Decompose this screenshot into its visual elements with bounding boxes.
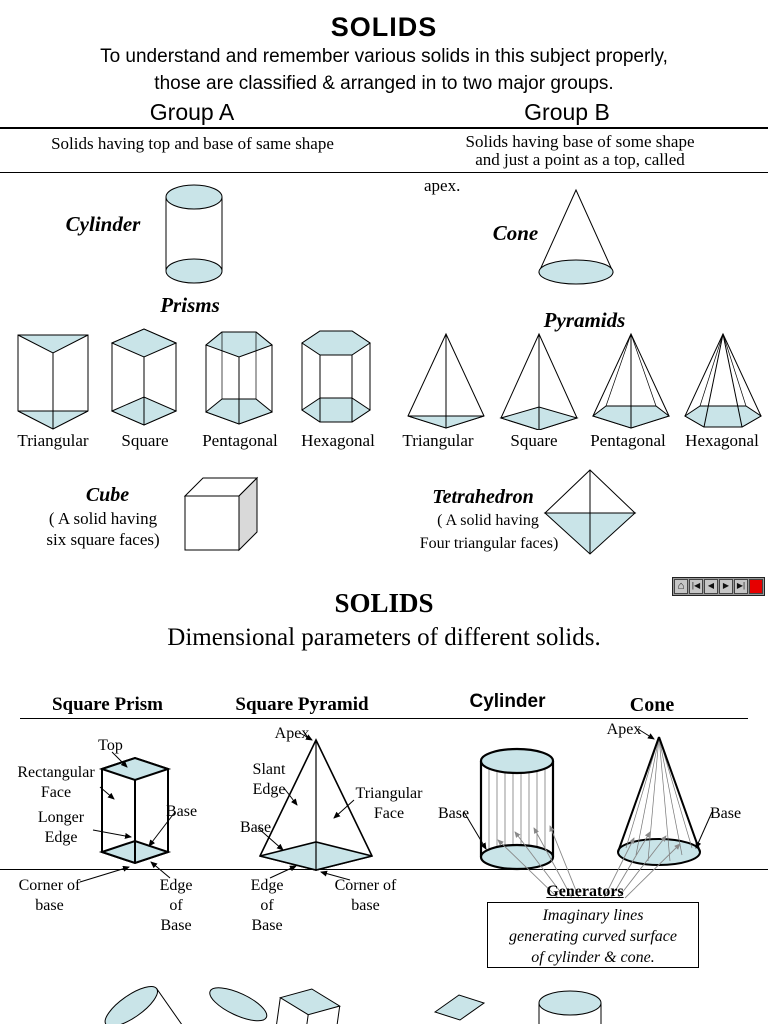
- group-b-description-line2: and just a point as a top, called: [475, 150, 685, 169]
- partial-shape-cylinder-top: [538, 990, 602, 1024]
- hexagonal-pyramid-drawing: [684, 332, 762, 428]
- slide1-title: SOLIDS: [330, 12, 438, 42]
- nav-next-button[interactable]: ▶: [719, 579, 733, 594]
- partial-shape-prism-top: [276, 988, 341, 1024]
- cylinder-base-face: [479, 843, 555, 871]
- ground-line: [0, 869, 768, 870]
- group-b-description-line1: Solids having base of some shape: [465, 132, 695, 151]
- column-heading-square-prism: Square Prism: [51, 694, 163, 715]
- label-longer-edge: Longer Edge: [37, 809, 85, 846]
- prism-label-pentagonal: Pentagonal: [202, 431, 278, 450]
- nav-home-button[interactable]: ⌂: [674, 579, 688, 594]
- label-rectangular-face: Rectangular Face: [17, 764, 95, 801]
- square-prism-drawing: [110, 328, 178, 426]
- column-heading-underline: [20, 718, 748, 719]
- cube-desc-line1: ( A solid having: [48, 509, 158, 528]
- pyramid-label-hexagonal: Hexagonal: [685, 431, 759, 450]
- prism-label-triangular: Triangular: [17, 431, 89, 450]
- partial-shape-tilted-cylinder: [104, 986, 189, 1024]
- label-prism-edge-of-base: Edge of Base: [159, 877, 193, 934]
- label-prism-base: Base: [166, 803, 198, 820]
- cylinder-parameter-drawing: [479, 747, 555, 871]
- label-triangular-face: Triangular Face: [355, 785, 423, 822]
- cylinder-top-face: [165, 184, 223, 210]
- divider-top: [0, 127, 768, 129]
- divider-bottom: [0, 172, 768, 173]
- group-b-heading: Group B: [524, 99, 610, 125]
- cylinder-top-face: [479, 747, 555, 775]
- cylinder-label: Cylinder: [65, 212, 141, 236]
- slide2-title: SOLIDS: [334, 588, 434, 618]
- generators-title: Generators: [546, 883, 624, 900]
- nav-first-button[interactable]: |◀: [689, 579, 703, 594]
- label-top: Top: [98, 737, 123, 754]
- cone-drawing: [538, 188, 614, 285]
- label-cone-apex: Apex: [606, 721, 642, 738]
- pentagonal-prism-drawing: [204, 331, 274, 425]
- cone-base-face: [617, 838, 701, 866]
- nav-last-button[interactable]: ▶|: [734, 579, 748, 594]
- cube-label: Cube: [85, 484, 130, 506]
- generators-line3: of cylinder & cone.: [531, 949, 655, 966]
- group-b-description-line3: apex.: [424, 176, 461, 195]
- cone-parameter-drawing: [617, 736, 701, 866]
- tetrahedron-desc-line2: Four triangular faces): [419, 535, 559, 552]
- generators-line1: Imaginary lines: [542, 907, 644, 924]
- cone-label: Cone: [492, 221, 539, 245]
- tetrahedron-desc-line1: ( A solid having: [437, 512, 539, 529]
- group-a-description: Solids having top and base of same shape: [51, 134, 334, 153]
- group-a-heading: Group A: [149, 99, 235, 125]
- slide1-intro-line2: those are classified & arranged in to tw…: [154, 73, 614, 94]
- pyramid-label-square: Square: [510, 431, 558, 450]
- prism-label-square: Square: [121, 431, 169, 450]
- slide2-subtitle: Dimensional parameters of different soli…: [167, 624, 601, 651]
- generators-description-box: Imaginary lines generating curved surfac…: [487, 902, 699, 968]
- hexagonal-prism-drawing: [301, 330, 371, 423]
- label-slant-edge: Slant Edge: [252, 761, 286, 798]
- square-pyramid-parameter-drawing: [258, 738, 374, 871]
- label-pyramid-edge-of-base: Edge of Base: [250, 877, 284, 934]
- nav-previous-button[interactable]: ◀: [704, 579, 718, 594]
- label-cone-base: Base: [710, 805, 742, 822]
- column-heading-cone: Cone: [629, 694, 675, 716]
- prism-label-hexagonal: Hexagonal: [301, 431, 375, 450]
- square-prism-parameter-drawing: [98, 756, 172, 865]
- column-heading-cylinder: Cylinder: [469, 691, 546, 712]
- column-heading-square-pyramid: Square Pyramid: [235, 694, 369, 715]
- partial-shape-square-face: [433, 994, 486, 1021]
- triangular-prism-drawing: [17, 334, 89, 430]
- pyramids-heading: Pyramids: [543, 308, 626, 332]
- square-pyramid-drawing: [499, 332, 579, 430]
- partial-shape-tilted-disc: [209, 987, 268, 1022]
- label-prism-corner-of-base: Corner of base: [18, 877, 81, 914]
- label-pyramid-apex: Apex: [274, 725, 310, 742]
- label-pyramid-corner-of-base: Corner of base: [334, 877, 397, 914]
- slide1-intro-line1: To understand and remember various solid…: [100, 46, 668, 67]
- pyramid-label-pentagonal: Pentagonal: [590, 431, 666, 450]
- cylinder-base-face: [165, 258, 223, 284]
- nav-stop-button[interactable]: [749, 579, 763, 594]
- generators-line2: generating curved surface: [509, 928, 677, 945]
- label-cylinder-base: Base: [438, 805, 470, 822]
- cube-desc-line2: six square faces): [46, 530, 160, 549]
- pyramid-label-triangular: Triangular: [402, 431, 474, 450]
- triangular-pyramid-drawing: [407, 332, 485, 429]
- cube-drawing: [183, 476, 259, 552]
- cone-base-face: [538, 259, 614, 285]
- prisms-heading: Prisms: [160, 293, 220, 317]
- slide-navigation-bar: ⌂ |◀ ◀ ▶ ▶|: [672, 577, 765, 596]
- cylinder-drawing: [165, 184, 223, 284]
- label-pyramid-base: Base: [240, 819, 272, 836]
- tetrahedron-drawing: [543, 469, 637, 555]
- tetrahedron-label: Tetrahedron: [432, 486, 534, 508]
- pentagonal-pyramid-drawing: [591, 332, 671, 429]
